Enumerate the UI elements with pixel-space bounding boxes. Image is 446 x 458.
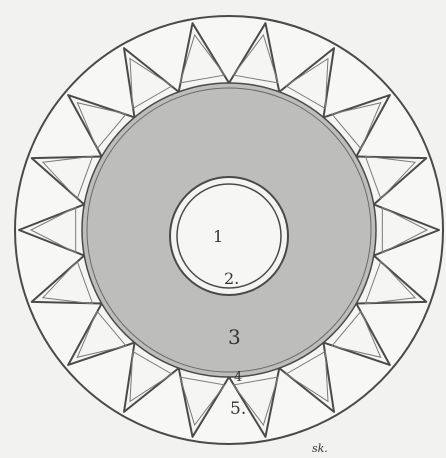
zone-5-label: 5. [230, 399, 246, 419]
zone-1-label: 1 [213, 227, 223, 246]
zone-3-label: 3 [228, 325, 241, 349]
signature-mark: sk. [312, 442, 328, 455]
zone-4-label: 4 [234, 370, 242, 385]
zone-2-label: 2. [224, 269, 239, 288]
